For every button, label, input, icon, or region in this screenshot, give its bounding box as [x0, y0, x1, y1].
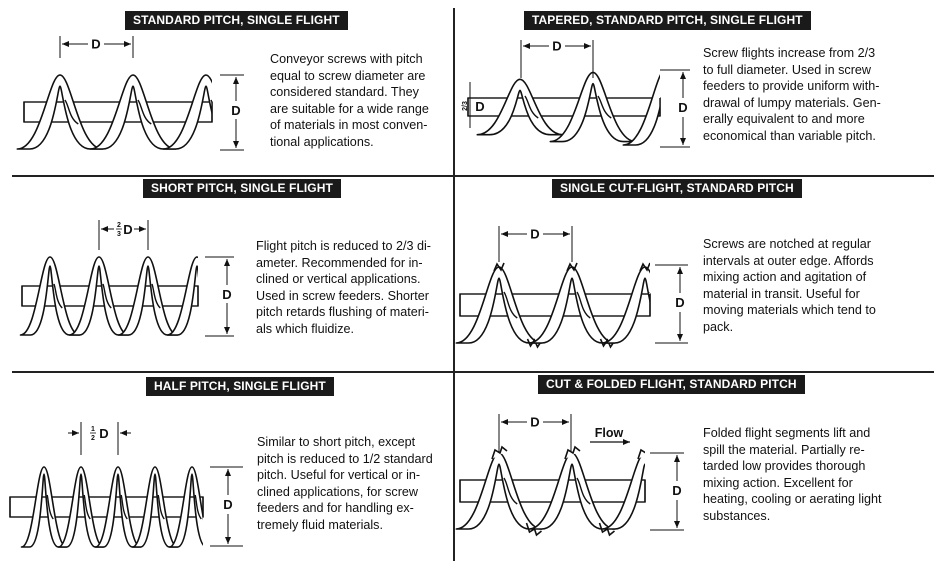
flight-crossing [137, 99, 152, 125]
diameter-dimension-half: D [210, 466, 243, 547]
diameter-label: D [231, 103, 240, 118]
flight-crossing [503, 291, 518, 319]
flight-crossing [210, 99, 212, 104]
horizontal-divider-1 [12, 175, 934, 177]
flight-ridge [675, 267, 760, 343]
flight-ridge [675, 453, 760, 529]
flight-crossing [576, 477, 591, 505]
flight-ridge [601, 452, 645, 530]
diameter-label: D [672, 483, 681, 498]
vertical-divider [453, 8, 455, 561]
pitch-dimension-short: 2 3 D [98, 220, 149, 250]
flight-crossing [201, 284, 209, 308]
screw-diagram-standard-pitch: D D [16, 36, 321, 151]
panel-title-tapered: TAPERED, STANDARD PITCH, SINGLE FLIGHT [524, 11, 811, 30]
screw-diagram-cut-flight: D D [455, 226, 760, 349]
flight-crossing [157, 494, 165, 520]
diameter-dimension-cut-flight: D [655, 264, 688, 344]
screw-diagram-half-pitch: 1 2 D D [9, 422, 243, 548]
taper-fraction-label: 2/3 [462, 101, 469, 111]
flight-crossing [650, 478, 663, 504]
pitch-dimension-cut-flight: D [498, 226, 573, 262]
flow-arrow: Flow [590, 426, 630, 445]
flow-label: Flow [595, 426, 624, 440]
flight-ridge [162, 74, 212, 150]
pitch-label: D [552, 39, 561, 54]
panel-description-short-pitch: Flight pitch is reduced to 2/3 di-ameter… [256, 239, 432, 336]
pitch-label: D [91, 37, 100, 52]
flight-ridge [166, 256, 198, 336]
flight-ridge [168, 466, 203, 548]
diameter-dimension-cut-folded: D [650, 452, 684, 531]
diameter-label: D [678, 100, 687, 115]
flight-crossing [723, 292, 736, 318]
flight-crossing [597, 95, 612, 119]
pitch-dimension-standard: D [59, 36, 134, 58]
svg-text:D: D [99, 426, 108, 441]
flight-crossing [53, 283, 63, 309]
flight-crossing [250, 284, 258, 308]
flight-crossing [232, 495, 238, 519]
screw-diagram-tapered: D 2/3 D D [462, 39, 690, 148]
taper-diameter-label: D [475, 99, 484, 114]
shaft [467, 97, 661, 117]
flight-crossing [64, 99, 79, 125]
diameter-dimension-short: D [205, 256, 234, 337]
diameter-label: D [223, 497, 232, 512]
pitch-dimension-half: 1 2 D [68, 422, 131, 455]
screw-diagram-short-pitch: 2 3 D D [19, 220, 258, 337]
panel-title-standard-pitch: STANDARD PITCH, SINGLE FLIGHT [125, 11, 348, 30]
flight-ridge [622, 74, 660, 146]
panel-title-half-pitch: HALF PITCH, SINGLE FLIGHT [146, 377, 334, 396]
diameter-dimension-standard: D [220, 74, 244, 151]
svg-text:1: 1 [91, 426, 95, 433]
diameter-dimension-tapered: D [660, 69, 690, 148]
flight-crossing [284, 100, 297, 124]
flight-crossing [649, 291, 650, 294]
pitch-dimension-cut-folded: D [498, 414, 572, 452]
panel-title-cut-folded: CUT & FOLDED FLIGHT, STANDARD PITCH [538, 375, 805, 394]
flight-crossing [120, 494, 128, 520]
pitch-label: D [530, 415, 539, 430]
svg-text:2: 2 [91, 435, 95, 442]
flight-crossing [46, 494, 54, 520]
panel-title-cut-flight: SINGLE CUT-FLIGHT, STANDARD PITCH [552, 179, 802, 198]
flight-crossing [83, 494, 91, 520]
pitch-dimension-tapered: D [520, 39, 594, 78]
flight-ridge [236, 75, 321, 149]
horizontal-divider-2 [12, 371, 934, 373]
flight-crossing [151, 283, 161, 309]
flight-crossing [102, 283, 112, 309]
diameter-label: D [222, 287, 231, 302]
diameter-label: D [675, 295, 684, 310]
taper-dimension: 2/3 D [462, 82, 485, 128]
flight-ridge [601, 266, 650, 344]
svg-text:D: D [123, 222, 132, 237]
flight-crossing [194, 494, 202, 520]
flight-crossing [576, 291, 591, 319]
screw-diagram-cut-folded: D Flow D [455, 414, 760, 537]
svg-text:2: 2 [117, 222, 121, 229]
flight-crossing [723, 478, 736, 504]
svg-text:3: 3 [117, 231, 121, 238]
pitch-label: D [530, 227, 539, 242]
flight-crossing [503, 477, 518, 505]
flight-crossing [524, 95, 539, 119]
panel-title-short-pitch: SHORT PITCH, SINGLE FLIGHT [143, 179, 341, 198]
